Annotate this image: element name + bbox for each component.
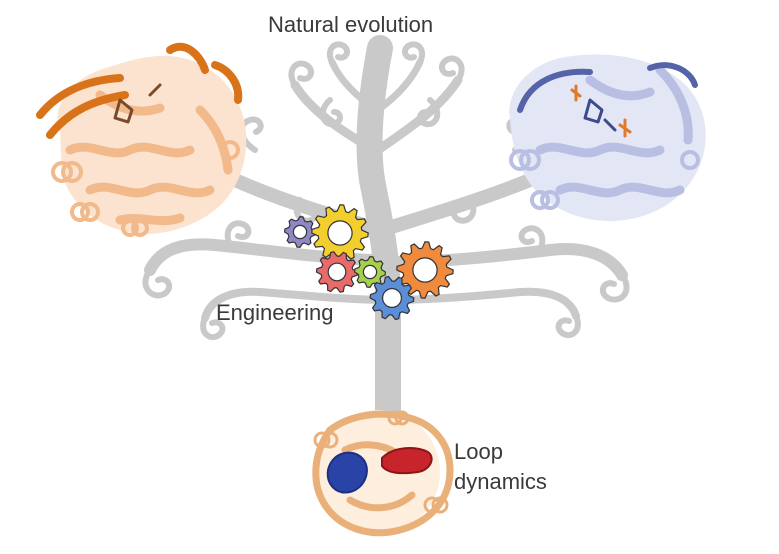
protein-bottom-icon: [312, 410, 454, 537]
loop-blue-icon: [326, 451, 368, 494]
gear-purple-hole: [292, 224, 308, 240]
engineering-label: Engineering: [216, 300, 334, 325]
loop-red-icon: [381, 447, 433, 475]
gear-orange-hole: [412, 257, 438, 283]
protein-left-icon: [36, 42, 247, 237]
loop-dynamics-label: Loop dynamics: [454, 437, 547, 497]
loop-dynamics-line1: Loop: [454, 439, 503, 464]
loop-dynamics-line2: dynamics: [454, 469, 547, 494]
gear-yellow-hole: [327, 220, 353, 246]
gear-blue-hole: [382, 288, 403, 309]
protein-right-icon: [509, 54, 706, 222]
gears-group: [283, 204, 454, 321]
title-label: Natural evolution: [268, 12, 434, 37]
gear-green-hole: [362, 264, 378, 280]
gear-red-hole: [327, 262, 347, 282]
